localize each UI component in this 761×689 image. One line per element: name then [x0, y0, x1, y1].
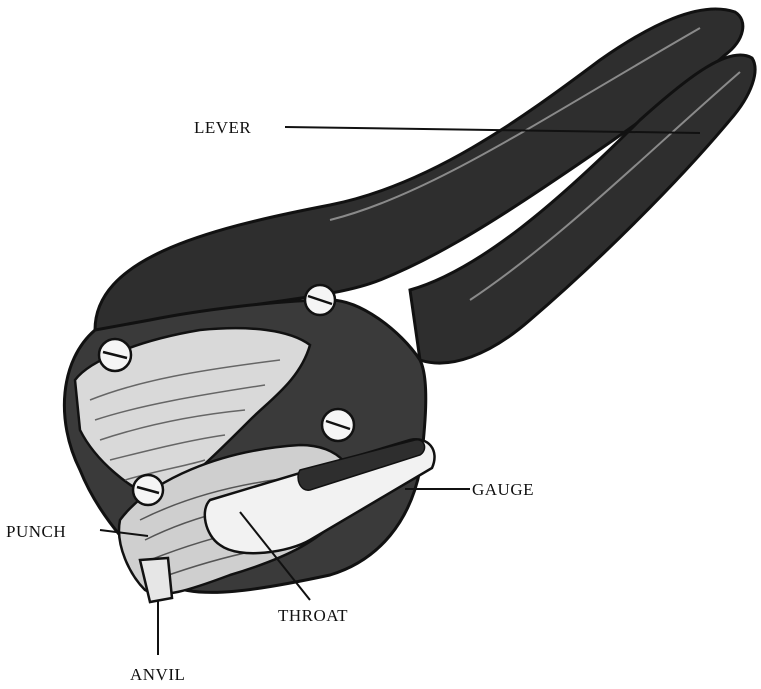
- pliers-illustration: [64, 9, 755, 602]
- anvil-tip: [140, 558, 172, 602]
- screw-lower: [133, 475, 163, 505]
- throat-label: THROAT: [278, 606, 348, 625]
- lever-label: LEVER: [194, 118, 251, 137]
- gauge-label: GAUGE: [472, 480, 534, 499]
- screw-left: [99, 339, 131, 371]
- punch-label: PUNCH: [6, 522, 66, 541]
- screw-gauge: [322, 409, 354, 441]
- anvil-label: ANVIL: [130, 665, 185, 684]
- screw-top: [305, 285, 335, 315]
